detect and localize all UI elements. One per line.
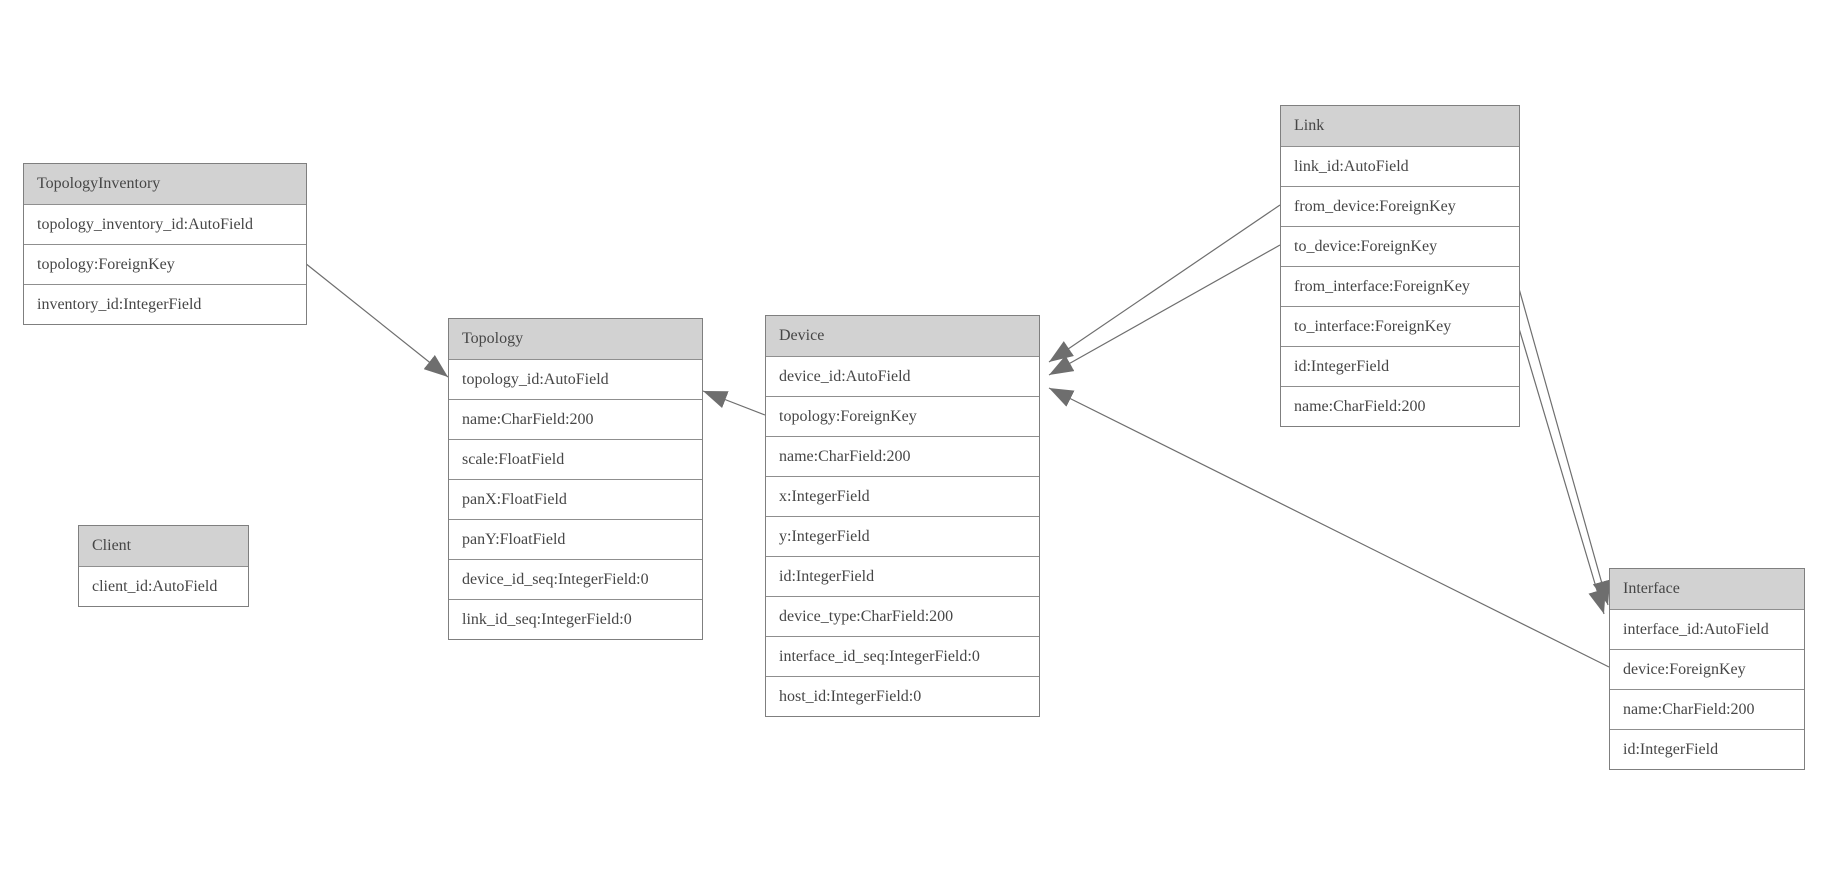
entity-field: client_id:AutoField <box>79 566 248 606</box>
entity-field: topology_inventory_id:AutoField <box>24 204 306 244</box>
entity-title: TopologyInventory <box>24 164 306 204</box>
entity-field: interface_id_seq:IntegerField:0 <box>766 636 1039 676</box>
entity-field: to_device:ForeignKey <box>1281 226 1519 266</box>
entity-field: interface_id:AutoField <box>1610 609 1804 649</box>
entity-field: id:IntegerField <box>1281 346 1519 386</box>
entity-field: device:ForeignKey <box>1610 649 1804 689</box>
entity-device: Device device_id:AutoField topology:Fore… <box>765 315 1040 717</box>
entity-field: to_interface:ForeignKey <box>1281 306 1519 346</box>
entity-field: device_type:CharField:200 <box>766 596 1039 636</box>
edge-link-tointerface-interface <box>1517 324 1606 615</box>
entity-field: topology_id:AutoField <box>449 359 702 399</box>
entity-interface: Interface interface_id:AutoField device:… <box>1609 568 1805 770</box>
entity-client: Client client_id:AutoField <box>78 525 249 607</box>
entity-topology: Topology topology_id:AutoField name:Char… <box>448 318 703 640</box>
entity-title: Topology <box>449 319 702 359</box>
edge-topologyinventory-topology <box>304 262 449 378</box>
entity-field: device_id_seq:IntegerField:0 <box>449 559 702 599</box>
entity-field: device_id:AutoField <box>766 356 1039 396</box>
entity-field: panY:FloatField <box>449 519 702 559</box>
entity-field: from_interface:ForeignKey <box>1281 266 1519 306</box>
entity-field: from_device:ForeignKey <box>1281 186 1519 226</box>
entity-title: Device <box>766 316 1039 356</box>
entity-link: Link link_id:AutoField from_device:Forei… <box>1280 105 1520 427</box>
edge-link-fromdevice-device <box>1048 204 1281 363</box>
entity-field: id:IntegerField <box>766 556 1039 596</box>
entity-title: Link <box>1281 106 1519 146</box>
entity-field: x:IntegerField <box>766 476 1039 516</box>
entity-field: host_id:IntegerField:0 <box>766 676 1039 716</box>
entity-topologyinventory: TopologyInventory topology_inventory_id:… <box>23 163 307 325</box>
entity-field: name:CharField:200 <box>1281 386 1519 426</box>
edge-link-frominterface-interface <box>1517 284 1611 606</box>
entity-field: link_id:AutoField <box>1281 146 1519 186</box>
entity-field: topology:ForeignKey <box>24 244 306 284</box>
entity-field: scale:FloatField <box>449 439 702 479</box>
entity-field: name:CharField:200 <box>449 399 702 439</box>
entity-field: inventory_id:IntegerField <box>24 284 306 324</box>
entity-field: link_id_seq:IntegerField:0 <box>449 599 702 639</box>
entity-field: name:CharField:200 <box>1610 689 1804 729</box>
entity-title: Client <box>79 526 248 566</box>
edge-device-topology <box>702 390 766 416</box>
entity-title: Interface <box>1610 569 1804 609</box>
entity-field: topology:ForeignKey <box>766 396 1039 436</box>
entity-field: id:IntegerField <box>1610 729 1804 769</box>
entity-field: y:IntegerField <box>766 516 1039 556</box>
edge-link-todevice-device <box>1048 244 1281 376</box>
entity-field: panX:FloatField <box>449 479 702 519</box>
edge-interface-device <box>1048 387 1610 668</box>
entity-field: name:CharField:200 <box>766 436 1039 476</box>
